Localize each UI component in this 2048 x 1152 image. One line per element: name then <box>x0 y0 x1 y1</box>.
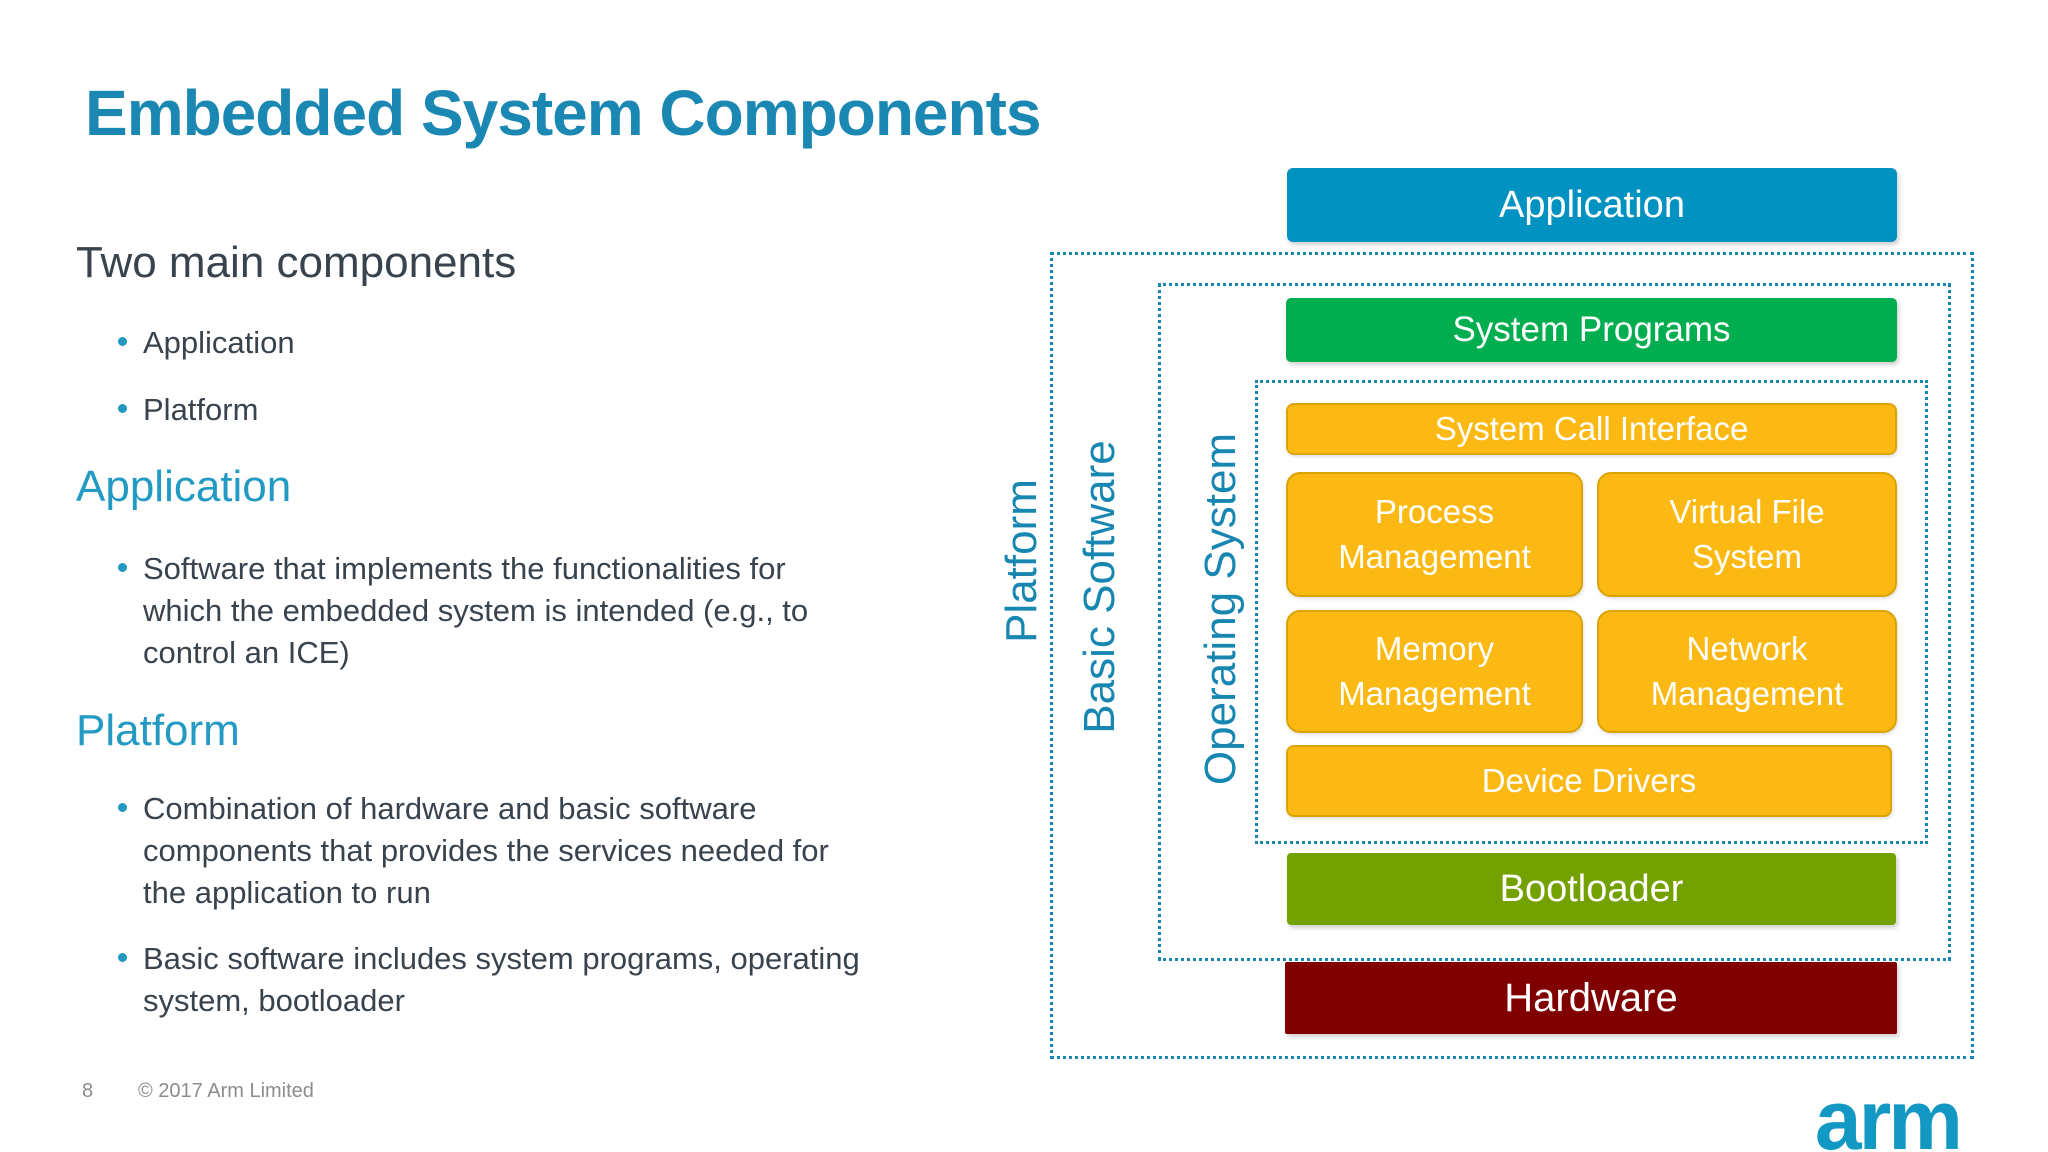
bullet-icon <box>118 563 127 572</box>
platform-bullet-1: Combination of hardware and basic softwa… <box>118 788 863 914</box>
process-management-box: Process Management <box>1286 472 1583 597</box>
footer-copyright: © 2017 Arm Limited <box>138 1080 314 1102</box>
platform-bullet-2: Basic software includes system programs,… <box>118 938 863 1022</box>
bullet-text: Basic software includes system programs,… <box>143 941 860 1018</box>
application-bullet: Software that implements the functionali… <box>118 548 863 674</box>
section-heading-platform: Platform <box>76 706 240 755</box>
application-box: Application <box>1287 168 1897 242</box>
bullet-text: Combination of hardware and basic softwa… <box>143 791 829 910</box>
box-label: Process Management <box>1338 492 1531 575</box>
box-label: Virtual File System <box>1669 492 1825 575</box>
bullet-text: Platform <box>143 392 259 427</box>
bootloader-box: Bootloader <box>1287 853 1896 925</box>
subtitle: Two main components <box>76 238 517 287</box>
bullet-icon <box>118 803 127 812</box>
bullet-icon <box>118 953 127 962</box>
footer-page-number: 8 <box>82 1080 94 1102</box>
virtual-file-system-box: Virtual File System <box>1597 472 1897 597</box>
arm-logo: arm <box>1814 1073 1963 1152</box>
memory-management-box: Memory Management <box>1286 610 1583 733</box>
overview-bullet-platform: Platform <box>118 389 258 431</box>
operating-system-group-label: Operating System <box>1196 432 1245 786</box>
platform-group-border <box>1050 252 1974 1059</box>
network-management-box: Network Management <box>1597 610 1897 733</box>
system-call-interface-box: System Call Interface <box>1286 403 1897 455</box>
operating-system-group-border <box>1255 380 1928 844</box>
basic-software-group-border <box>1158 283 1951 961</box>
bullet-text: Application <box>143 325 295 360</box>
system-programs-box: System Programs <box>1286 298 1897 362</box>
basic-software-group-label: Basic Software <box>1075 440 1124 734</box>
platform-group-label: Platform <box>997 479 1046 643</box>
box-label: Memory Management <box>1338 629 1531 712</box>
bullet-icon <box>118 337 127 346</box>
page-title: Embedded System Components <box>85 77 1041 149</box>
box-label: Network Management <box>1650 629 1844 712</box>
device-drivers-box: Device Drivers <box>1286 745 1892 817</box>
section-heading-application: Application <box>76 462 292 511</box>
bullet-text: Software that implements the functionali… <box>143 551 809 670</box>
hardware-box: Hardware <box>1285 962 1897 1034</box>
bullet-icon <box>118 404 127 413</box>
overview-bullet-application: Application <box>118 322 295 364</box>
